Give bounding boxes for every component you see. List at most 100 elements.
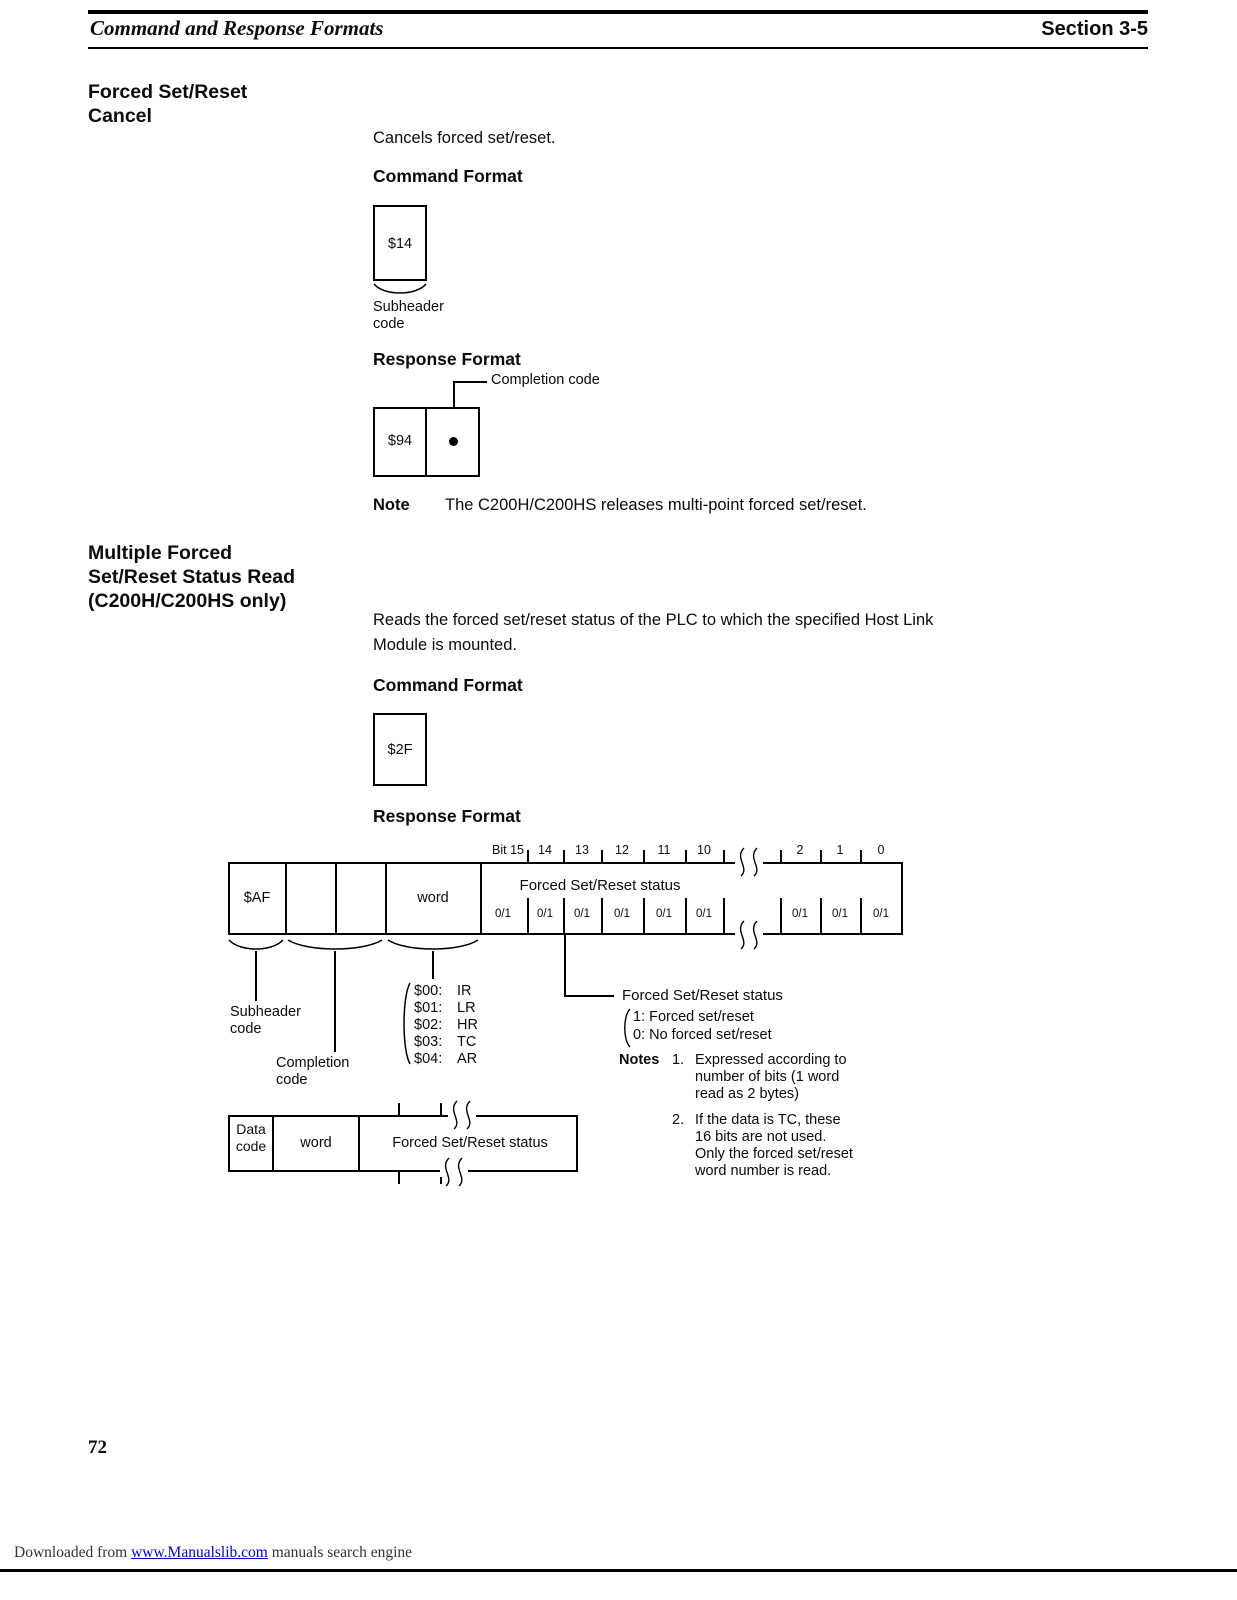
bit-cell-value: 0/1: [792, 908, 808, 920]
status-value-1: 1: Forced set/reset: [633, 1009, 754, 1025]
cell-divider: [780, 898, 782, 935]
s1-command-code: $14: [387, 236, 413, 252]
tick-mark: [398, 1103, 400, 1115]
list-brace: [403, 982, 411, 1065]
break-squiggle: [440, 1157, 468, 1187]
bit-label: 12: [615, 843, 629, 857]
status-value-0: 0: No forced set/reset: [633, 1027, 772, 1043]
bit-cell-value: 0/1: [832, 908, 848, 920]
s1-response-code: $94: [387, 433, 413, 449]
cell-divider: [685, 898, 687, 935]
word-label: word: [300, 1135, 332, 1151]
bit-label: 14: [538, 843, 552, 857]
s2-intro-line1: Reads the forced set/reset status of the…: [373, 611, 934, 629]
value-brace: [624, 1008, 631, 1048]
area-name: AR: [457, 1051, 478, 1067]
tick-mark: [643, 850, 645, 862]
footer-rule: [0, 1569, 1237, 1572]
s1-command-format-label: Command Format: [373, 166, 523, 186]
bit-cell-value: 0/1: [574, 908, 590, 920]
s1-command-box: [373, 205, 427, 281]
area-code: $01:: [414, 1000, 443, 1016]
note1-number: 1.: [672, 1052, 685, 1068]
break-squiggle: [735, 920, 763, 950]
box-divider: [425, 409, 427, 475]
s2-heading-line2: Set/Reset Status Read: [88, 566, 295, 588]
s1-heading-line1: Forced Set/Reset: [88, 81, 248, 103]
notes-label: Notes: [619, 1052, 660, 1068]
bit-cell-value: 0/1: [614, 908, 630, 920]
connector-line: [564, 995, 614, 997]
bit-cell-value: 0/1: [537, 908, 553, 920]
cell-divider: [527, 898, 529, 935]
underbrace: [287, 939, 383, 950]
tick-mark: [723, 850, 725, 862]
status-area-label: Forced Set/Reset status: [392, 1135, 548, 1151]
area-code: $02:: [414, 1017, 443, 1033]
footer-suffix: manuals search engine: [267, 1544, 413, 1561]
cell-divider: [563, 898, 565, 935]
s1-heading-line2: Cancel: [88, 105, 152, 127]
saf-code: $AF: [243, 890, 271, 906]
underbrace: [387, 939, 479, 950]
underbrace: [373, 283, 427, 294]
bit-label: 2: [796, 843, 804, 857]
s1-note-label: Note: [373, 496, 410, 514]
s2-data-frame: [228, 1115, 578, 1172]
cell-divider: [820, 898, 822, 935]
note2-line: word number is read.: [695, 1163, 832, 1179]
cell-divider: [860, 898, 862, 935]
note2-number: 2.: [672, 1112, 685, 1128]
connector-line: [432, 951, 434, 979]
bit-cell-value: 0/1: [495, 908, 511, 920]
area-code: $04:: [414, 1051, 443, 1067]
connector-line: [564, 935, 566, 997]
s1-intro: Cancels forced set/reset.: [373, 129, 556, 147]
page-title: Command and Response Formats: [90, 16, 384, 40]
frame-divider: [335, 862, 337, 935]
connector-line: [255, 951, 257, 1001]
s2-response-format-label: Response Format: [373, 806, 521, 826]
header-rule-top: [88, 10, 1148, 14]
bit-cell-value: 0/1: [873, 908, 889, 920]
bit-label: 11: [657, 843, 671, 857]
frame-divider: [285, 862, 287, 935]
bit-label: 10: [697, 843, 711, 857]
header-rule-bottom: [88, 47, 1148, 49]
tick-mark: [527, 850, 529, 862]
tick-mark: [440, 1103, 442, 1115]
underbrace: [228, 939, 284, 950]
tick-mark: [440, 1172, 442, 1184]
download-footer: Downloaded from www.Manualslib.com manua…: [14, 1544, 412, 1562]
frame-divider: [385, 862, 387, 935]
area-code: $00:: [414, 983, 443, 999]
cell-divider: [601, 898, 603, 935]
area-code: $03:: [414, 1034, 443, 1050]
frame-divider: [358, 1115, 360, 1172]
tick-mark: [685, 850, 687, 862]
s2-subheader-label-line1: Subheader: [230, 1004, 301, 1020]
tick-mark: [820, 850, 822, 862]
manualslib-link[interactable]: www.Manualslib.com: [131, 1544, 268, 1561]
s2-completion-label-line2: code: [276, 1072, 308, 1088]
s1-subheader-label-line2: code: [373, 316, 405, 332]
completion-code-dot: [449, 437, 458, 446]
s2-heading-line1: Multiple Forced: [88, 542, 233, 564]
s2-intro-line2: Module is mounted.: [373, 636, 517, 654]
status-area-label: Forced Set/Reset status: [519, 877, 681, 894]
tick-mark: [563, 850, 565, 862]
data-code-label-line1: Data: [236, 1121, 266, 1137]
frame-divider: [480, 862, 482, 935]
note2-line: If the data is TC, these: [695, 1112, 841, 1128]
break-squiggle: [448, 1100, 476, 1130]
s2-response-frame: [228, 862, 903, 935]
s1-response-format-label: Response Format: [373, 349, 521, 369]
bit-label: 1: [836, 843, 844, 857]
break-squiggle: [735, 847, 763, 877]
bit-label: Bit 15: [492, 843, 524, 857]
s1-subheader-label-line1: Subheader: [373, 299, 444, 315]
footer-prefix: Downloaded from: [14, 1544, 132, 1561]
area-name: IR: [457, 983, 472, 999]
s2-completion-label-line1: Completion: [276, 1055, 350, 1071]
